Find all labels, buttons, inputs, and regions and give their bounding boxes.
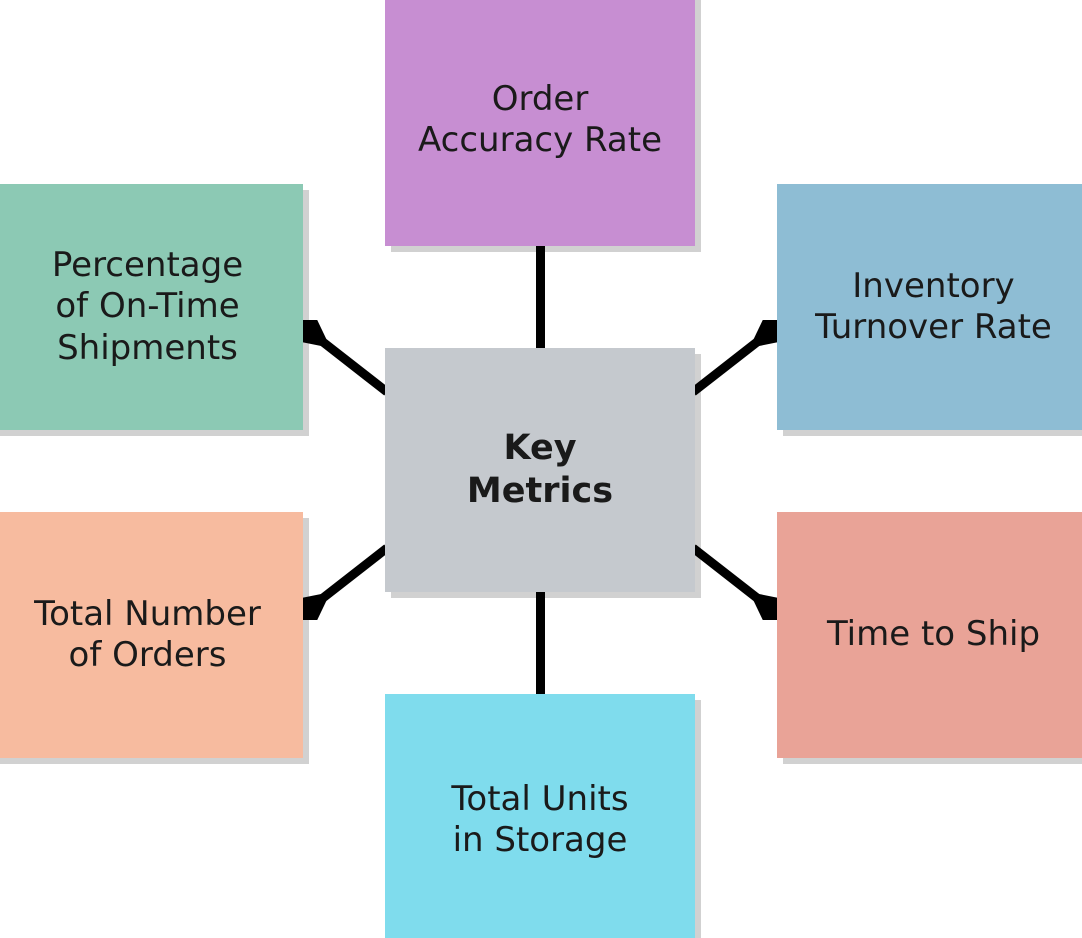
connector-line-bottom [536,590,545,696]
node-label-total-number-of-orders: Total Number of Orders [34,593,261,675]
connector-arrow-top-left [295,320,390,396]
node-label-time-to-ship: Time to Ship [826,614,1041,655]
connector-arrow-top-right [690,320,785,396]
node-label-inventory-turnover-rate: Inventory Turnover Rate [815,265,1052,347]
node-time-to-ship[interactable]: Time to Ship [777,512,1082,758]
node-order-accuracy-rate[interactable]: Order Accuracy Rate [385,0,695,246]
connector-line-top [536,244,545,350]
node-label-total-units-in-storage: Total Units in Storage [451,778,629,860]
node-inventory-turnover-rate[interactable]: Inventory Turnover Rate [777,184,1082,430]
node-label-key-metrics: Key Metrics [466,428,614,511]
connector-arrow-bottom-right [690,544,785,620]
node-center-key-metrics[interactable]: Key Metrics [385,348,695,592]
node-label-percentage-on-time-shipments: Percentage of On-Time Shipments [51,244,244,368]
node-total-number-of-orders[interactable]: Total Number of Orders [0,512,303,758]
connector-arrow-bottom-left [295,544,390,620]
node-label-order-accuracy-rate: Order Accuracy Rate [418,78,662,160]
node-total-units-in-storage[interactable]: Total Units in Storage [385,694,695,938]
node-percentage-on-time-shipments[interactable]: Percentage of On-Time Shipments [0,184,303,430]
